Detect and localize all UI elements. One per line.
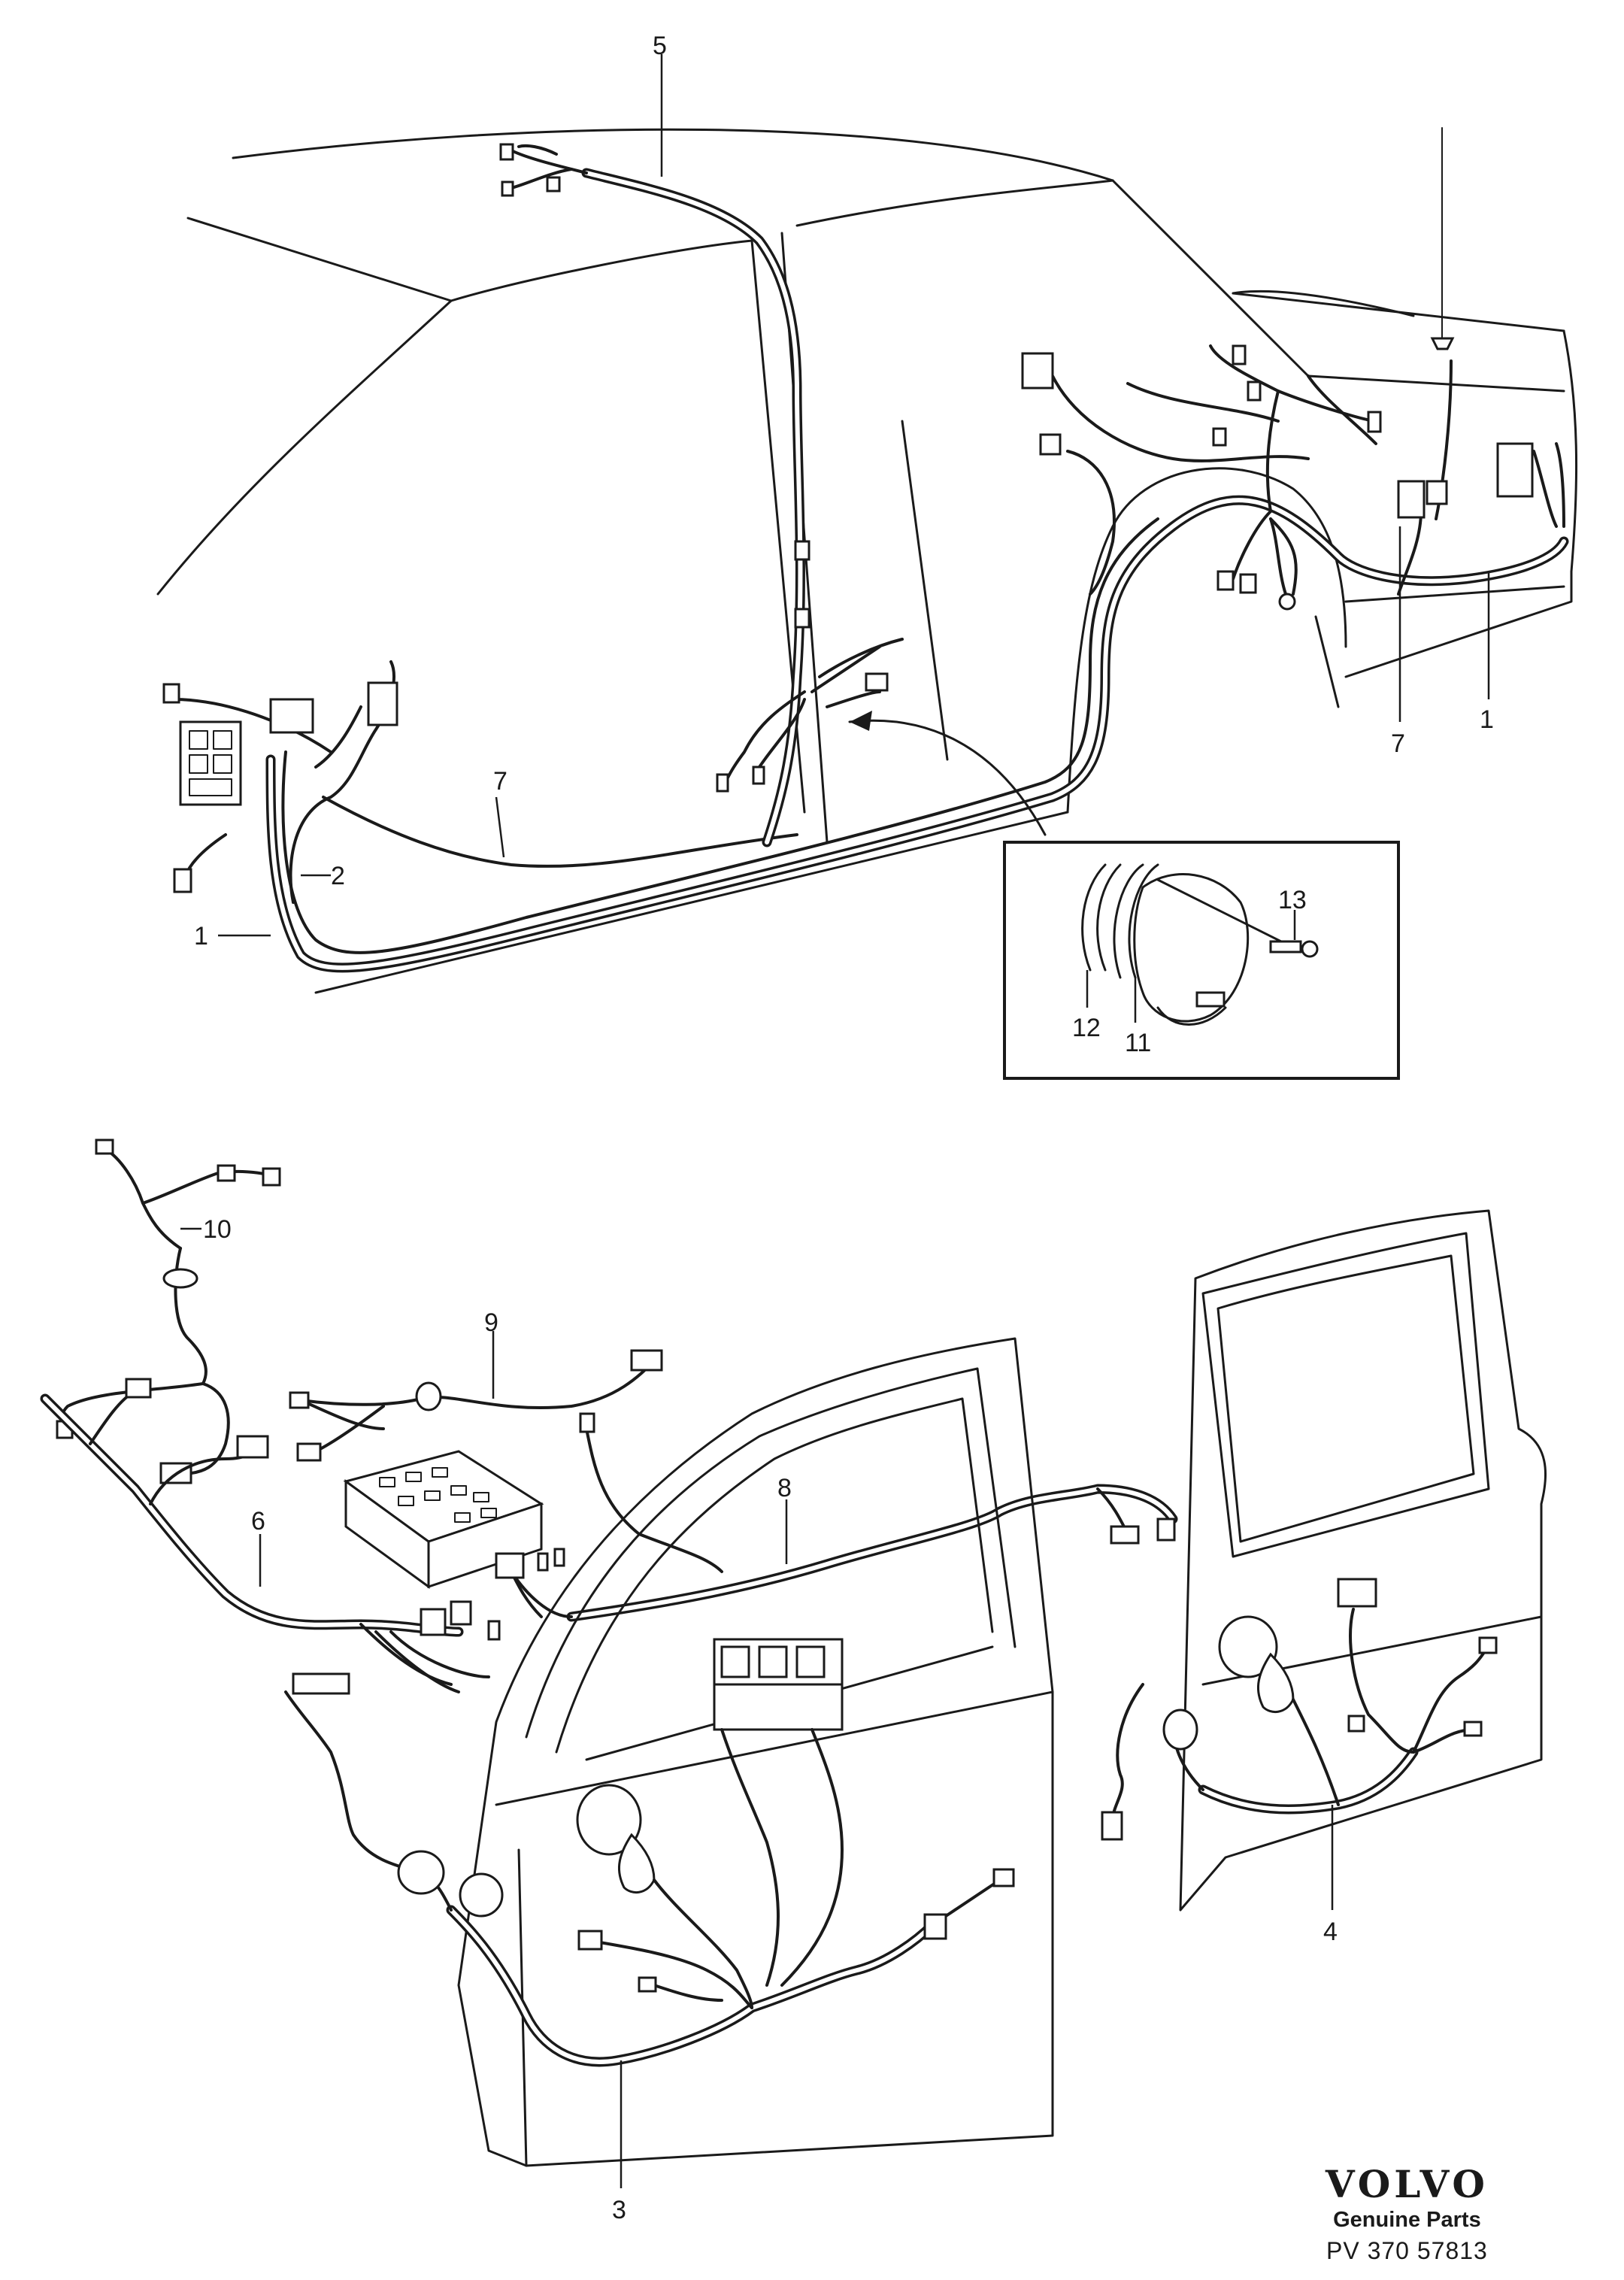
harness-8	[495, 1412, 1178, 1622]
main-body-harness	[171, 495, 1569, 973]
antenna	[1430, 127, 1455, 350]
callout-5: 5	[653, 32, 667, 60]
rear-door	[1101, 1209, 1547, 1912]
front-door	[284, 1337, 1054, 2167]
roof-harness	[499, 143, 904, 847]
diagram-code: PV 370 57813	[1326, 2237, 1488, 2264]
harness-9	[289, 1349, 663, 1462]
callout-7b: 7	[1391, 729, 1405, 758]
callout-4: 4	[1323, 1918, 1338, 1946]
callout-3: 3	[612, 2196, 626, 2224]
callout-labels: 5 7 2 1 7 1 13 12 11 10 9 6 8 3 4	[180, 32, 1494, 2224]
front-connectors	[162, 681, 398, 893]
callout-8: 8	[777, 1474, 792, 1502]
callout-13: 13	[1278, 886, 1307, 914]
brand-subtitle: Genuine Parts	[1333, 2208, 1481, 2232]
callout-1b: 1	[1480, 705, 1494, 734]
callout-9: 9	[484, 1308, 498, 1337]
callout-6: 6	[251, 1507, 265, 1536]
detail-arrow	[848, 711, 1047, 836]
callout-2: 2	[331, 862, 345, 890]
callout-7a: 7	[493, 767, 508, 796]
detail-inset	[1003, 841, 1400, 1080]
rear-connectors	[1021, 344, 1565, 611]
callout-1a: 1	[194, 922, 208, 951]
brand-block: VOLVO Genuine Parts PV 370 57813	[1326, 2166, 1489, 2265]
harness-6	[40, 1378, 501, 1693]
callout-11: 11	[1125, 1029, 1151, 1057]
callout-10: 10	[203, 1215, 232, 1244]
control-unit	[343, 1450, 544, 1589]
harness-10	[56, 1138, 281, 1484]
callout-12: 12	[1072, 1014, 1101, 1042]
volvo-logo: VOLVO	[1325, 2162, 1489, 2206]
